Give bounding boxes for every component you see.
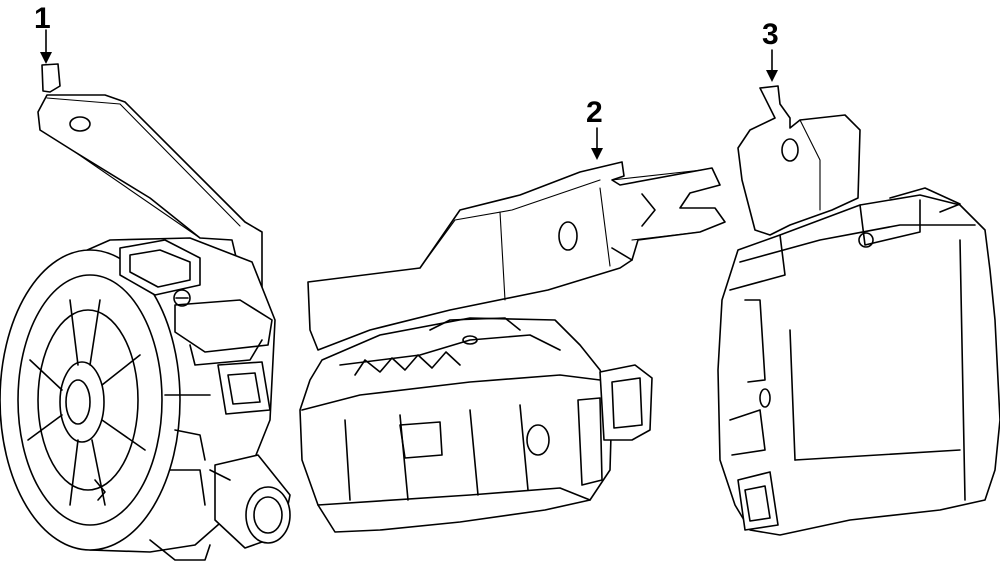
part-1-spiral-cable: [0, 237, 291, 561]
callout-1-number[interactable]: 1: [34, 2, 51, 35]
callout-1-leader: [40, 29, 52, 64]
callout-3-leader: [766, 49, 778, 82]
part-3-assembly[interactable]: [717, 49, 1000, 536]
callout-2-leader: [591, 127, 603, 160]
part-3-bracket: [737, 85, 861, 236]
part-2-bracket: [307, 161, 726, 351]
callout-3-number[interactable]: 3: [762, 18, 779, 51]
part-2-assembly[interactable]: [299, 127, 726, 533]
part-1-assembly[interactable]: [0, 29, 291, 561]
callout-2-number[interactable]: 2: [586, 96, 603, 129]
part-3-module: [717, 187, 1000, 536]
part-2-sensor: [299, 317, 653, 533]
